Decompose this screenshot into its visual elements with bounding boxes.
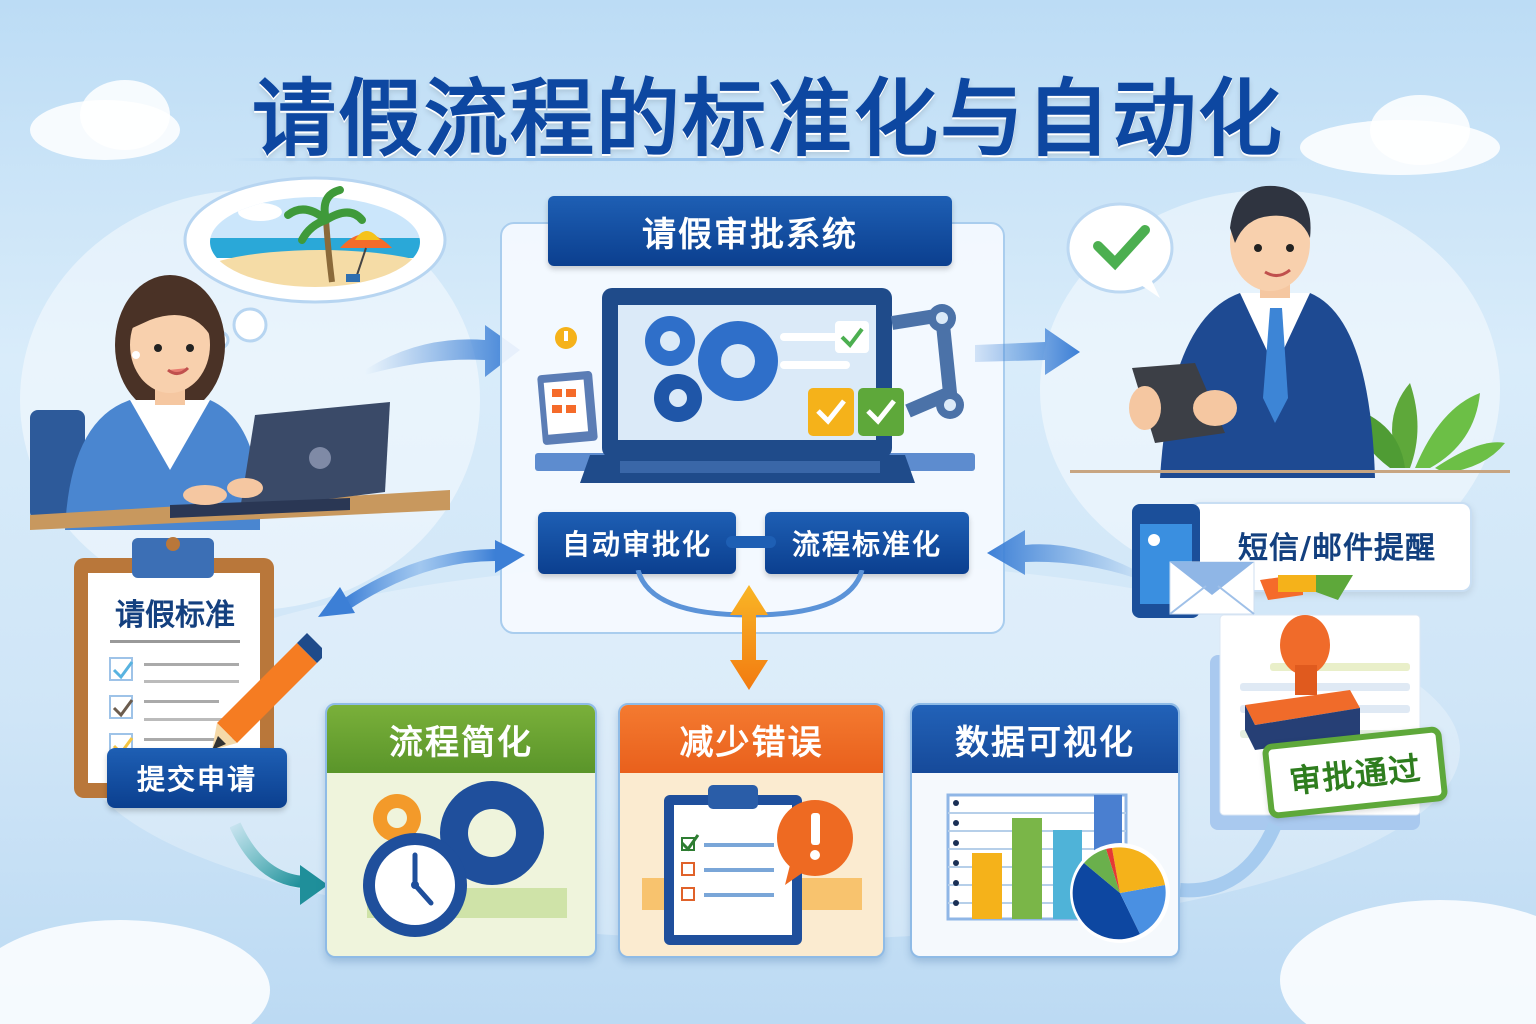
notification-label: 短信/邮件提醒 [1238, 531, 1436, 566]
alert-exclamation-icon [777, 800, 853, 885]
card-simplify-process: 流程简化 [325, 703, 597, 958]
card-data-visualization: 数据可视化 [910, 703, 1180, 958]
flow-arrow-right-icon [360, 305, 530, 385]
process-standardization-label: 流程标准化 [765, 512, 969, 574]
card-reduce-errors: 减少错误 [618, 703, 885, 958]
background-cloud [0, 920, 270, 1024]
background-cloud [80, 80, 170, 150]
manager-illustration [1060, 168, 1520, 478]
title-divider [230, 158, 1306, 161]
employee-illustration [20, 170, 480, 530]
double-arrow-vertical-icon [728, 585, 770, 690]
submit-application-button[interactable]: 提交申请 [107, 748, 287, 808]
pencil-icon [212, 633, 327, 750]
label-connector [726, 536, 776, 548]
auto-approval-label: 自动审批化 [538, 512, 736, 574]
approval-check-bubble-icon [1066, 202, 1174, 298]
flow-arrow-down-right-icon [229, 820, 330, 910]
background-cloud [1280, 900, 1536, 1024]
mail-icon [1169, 561, 1255, 615]
system-laptop-illustration [530, 283, 980, 488]
flow-curve-connector [1175, 820, 1295, 900]
card-title: 数据可视化 [912, 705, 1178, 773]
thought-bubble-icon [183, 176, 447, 350]
phone-mail-illustration [1128, 500, 1368, 620]
background-cloud [1370, 95, 1470, 165]
bar-pie-chart-icon [946, 793, 1170, 943]
flag-icon [1260, 575, 1353, 600]
checkbox-checked-icon [109, 657, 134, 757]
approval-system-label: 请假审批系统 [548, 196, 952, 266]
arrow-center-to-clipboard-icon [310, 535, 530, 625]
plant-icon [1360, 383, 1505, 473]
phone-icon [1132, 504, 1200, 618]
clock-gear-icon [363, 781, 567, 937]
clipboard-title: 请假标准 [115, 598, 235, 633]
gear-icon [645, 316, 778, 422]
card-title: 流程简化 [327, 705, 595, 773]
card-title: 减少错误 [620, 705, 883, 773]
checklist-alert-icon [642, 785, 862, 945]
flow-arrow-right-icon [975, 320, 1085, 380]
page-title: 请假流程的标准化与自动化 [251, 70, 1284, 168]
flow-arrow-left-icon [985, 520, 1135, 580]
pie-chart-icon [1070, 843, 1170, 943]
